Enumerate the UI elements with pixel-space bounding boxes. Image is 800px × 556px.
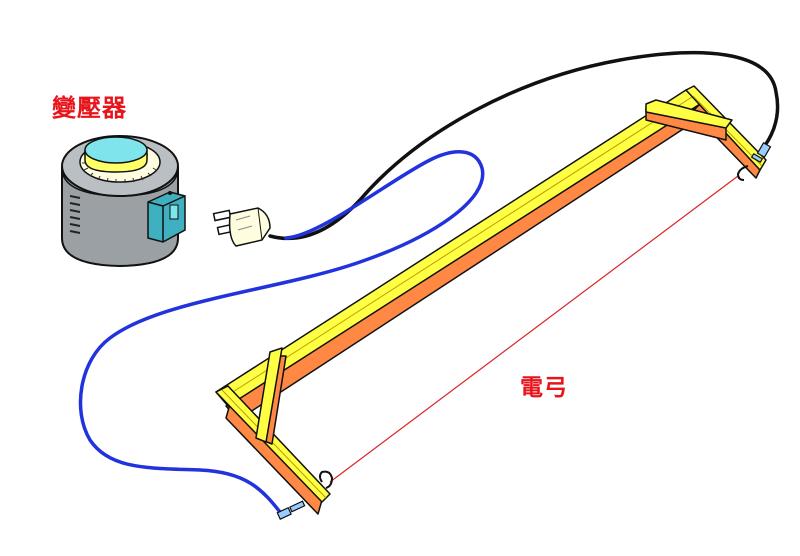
heating-wire [329,175,739,483]
blue-wire [78,150,485,518]
bolt-icon [276,141,772,520]
electric-bow-label: 電弓 [520,375,568,401]
plug-icon [212,207,271,247]
black-wire [268,51,780,241]
bow-frame [215,85,767,515]
transformer-icon [61,135,186,268]
transformer-label: 變壓器 [52,94,127,122]
hook-icon [319,165,749,489]
